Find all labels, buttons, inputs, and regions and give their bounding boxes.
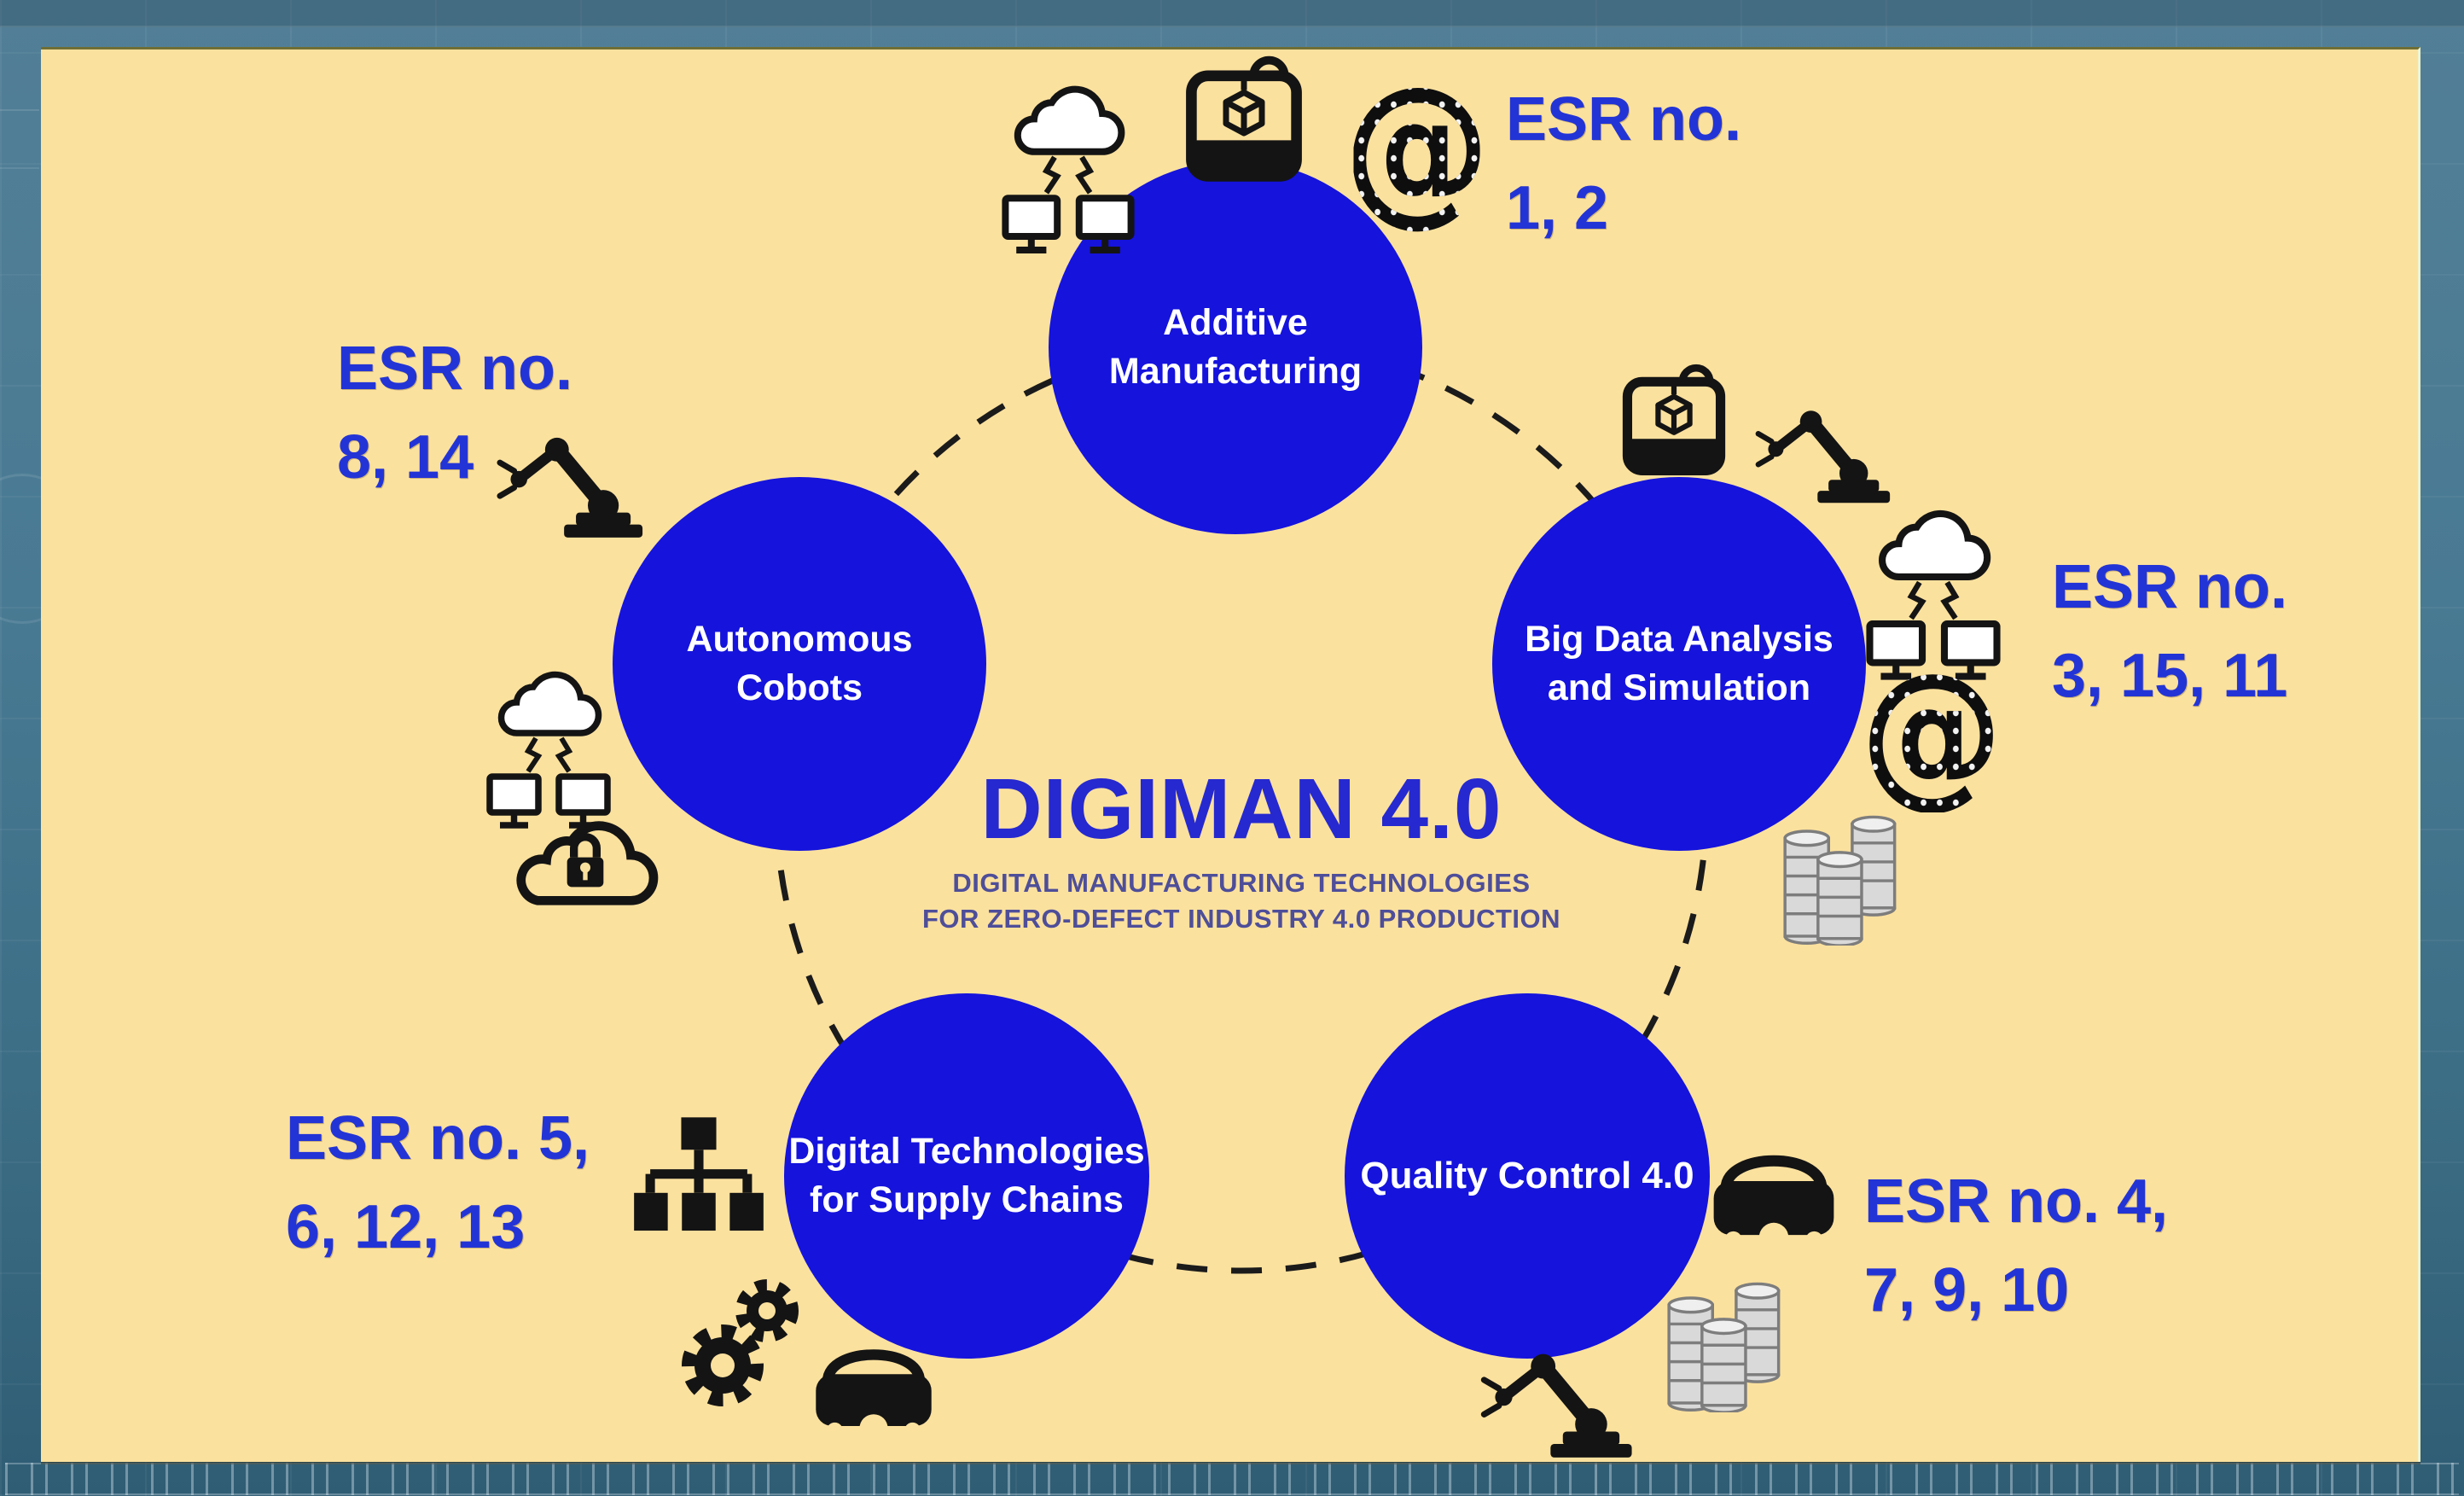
node-label-line: Manufacturing: [1108, 351, 1363, 392]
binary-at-icon: @: [1860, 638, 2003, 824]
node-label-line: Big Data Analysis: [1525, 619, 1833, 661]
esr-label-line: 3, 15, 11: [2052, 642, 2288, 710]
gears-icon: [678, 1273, 806, 1410]
node-label-line: Quality Control 4.0: [1360, 1154, 1694, 1196]
node-label-line: Autonomous: [686, 619, 913, 661]
project-title: DIGIMAN 4.0: [980, 761, 1502, 857]
database-icon: [1781, 806, 1911, 946]
database-icon: [1665, 1273, 1795, 1413]
robot-arm-icon: [1747, 394, 1901, 504]
esr-label-line: ESR no. 4,: [1864, 1167, 2169, 1236]
esr-label-line: 8, 14: [337, 423, 474, 492]
binary-at-icon: @: [1343, 51, 1491, 242]
project-subtitle-line1: DIGITAL MANUFACTURING TECHNOLOGIES: [952, 868, 1531, 898]
esr-label-5-6-12-13: ESR no. 5, 6, 12, 13: [286, 1094, 590, 1272]
project-subtitle-line2: FOR ZERO-DEFECT INDUSTRY 4.0 PRODUCTION: [921, 904, 1561, 934]
project-subtitle: DIGITAL MANUFACTURING TECHNOLOGIES FOR Z…: [857, 865, 1625, 937]
node-label-line: for Supply Chains: [810, 1179, 1124, 1220]
node-digital-supply-chains: Digital Technologies for Supply Chains: [784, 993, 1149, 1359]
esr-label-3-15-11: ESR no. 3, 15, 11: [2052, 543, 2287, 720]
node-big-data-analysis: Big Data Analysis and Simulation: [1492, 477, 1866, 851]
node-label-line: Cobots: [735, 667, 863, 708]
frame-line-decoration: [0, 109, 39, 111]
hierarchy-icon: [631, 1112, 766, 1247]
vr-headset-icon: [1706, 1142, 1841, 1245]
esr-label-line: 6, 12, 13: [286, 1193, 526, 1261]
node-quality-control: Quality Control 4.0: [1345, 993, 1710, 1359]
esr-label-line: ESR no.: [2052, 553, 2288, 621]
esr-label-line: 1, 2: [1506, 174, 1609, 242]
esr-label-4-7-9-10: ESR no. 4, 7, 9, 10: [1864, 1157, 2168, 1335]
frame-filmstrip-decoration: [5, 1463, 2459, 1495]
cloud-network-icon: [485, 659, 613, 833]
esr-label-8-14: ESR no. 8, 14: [337, 324, 572, 502]
frame-top-strip: [0, 0, 2464, 27]
frame-line-decoration: [0, 167, 39, 169]
esr-label-1-2: ESR no. 1, 2: [1506, 75, 1741, 253]
esr-label-line: ESR no.: [337, 335, 573, 403]
vr-headset-icon: [809, 1336, 939, 1436]
3d-printer-icon: [1621, 358, 1727, 486]
node-label-line: Additive: [1163, 302, 1308, 344]
node-label-line: Digital Technologies: [788, 1131, 1145, 1173]
esr-label-line: 7, 9, 10: [1864, 1256, 2070, 1324]
3d-printer-icon: [1184, 49, 1304, 193]
cloud-network-icon: [1000, 73, 1136, 259]
esr-label-line: ESR no.: [1506, 85, 1742, 154]
node-autonomous-cobots: Autonomous Cobots: [613, 477, 986, 851]
cloud-lock-icon: [503, 800, 674, 914]
node-label-line: and Simulation: [1547, 667, 1811, 708]
center-title-block: DIGIMAN 4.0 DIGITAL MANUFACTURING TECHNO…: [857, 766, 1625, 937]
robot-arm-icon: [1472, 1336, 1644, 1458]
robot-arm-icon: [488, 420, 654, 538]
esr-label-line: ESR no. 5,: [286, 1104, 590, 1173]
